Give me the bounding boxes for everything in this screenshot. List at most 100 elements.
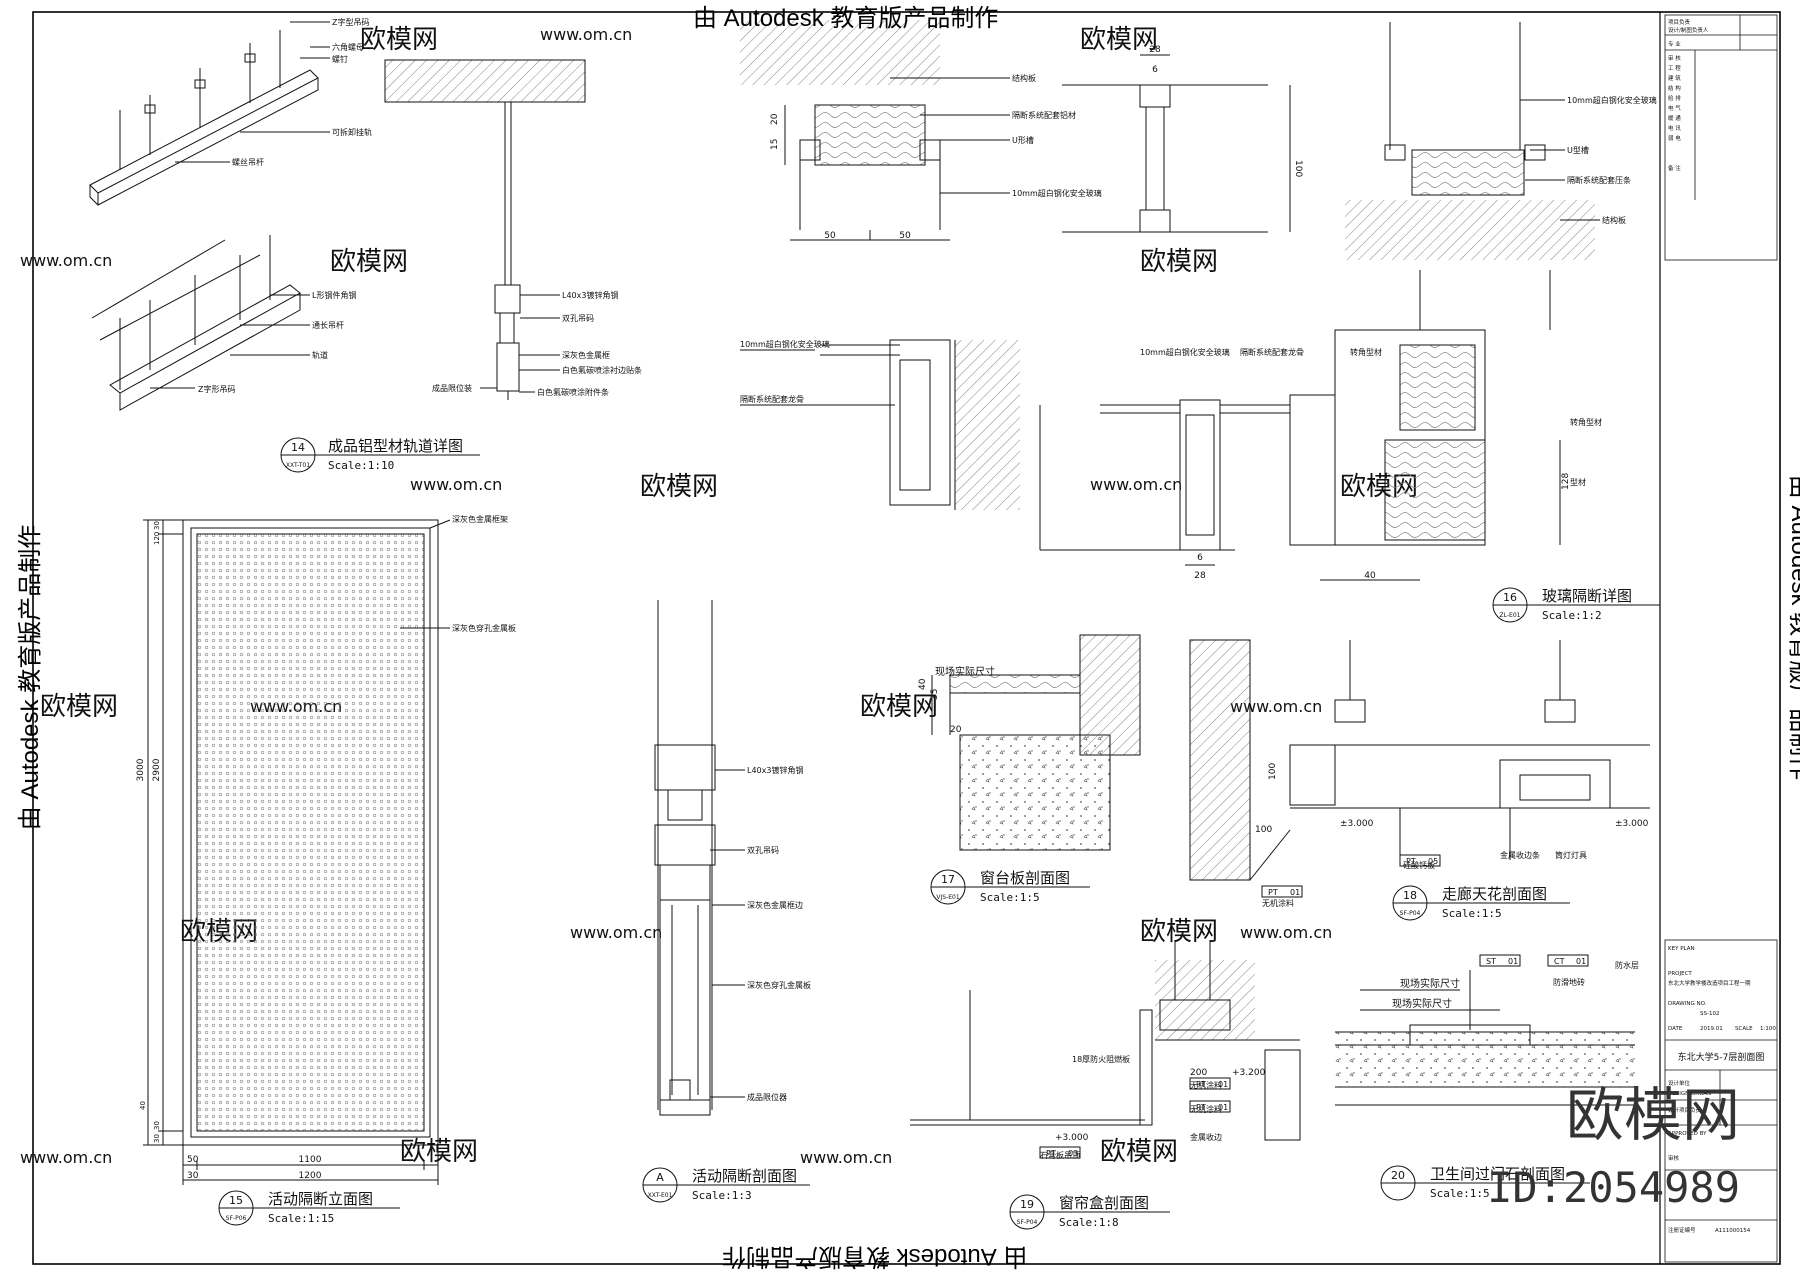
- svg-text:电 讯: 电 讯: [1668, 124, 1681, 132]
- svg-text:100: 100: [1255, 825, 1272, 835]
- svg-text:双孔吊码: 双孔吊码: [562, 314, 594, 323]
- detail-20-text: 现场实际尺寸 现场实际尺寸 防水层 防滑地砖: [1392, 960, 1639, 1010]
- svg-text:L形钢件角钢: L形钢件角钢: [312, 290, 356, 300]
- sheet-border: [32, 11, 1781, 1265]
- svg-text:01: 01: [1576, 957, 1586, 966]
- svg-text:www.om.cn: www.om.cn: [20, 1148, 112, 1167]
- svg-text:30: 30: [153, 521, 161, 530]
- detail-16-text: 10mm超白钢化安全玻璃 隔断系统配套龙骨 转角型材 转角型材 型材 6 28 …: [1140, 347, 1602, 581]
- svg-text:30: 30: [153, 1121, 161, 1130]
- svg-text:20: 20: [1391, 1169, 1405, 1182]
- svg-text:现场实际尺寸: 现场实际尺寸: [935, 665, 995, 678]
- svg-text:20: 20: [950, 725, 962, 735]
- svg-text:深灰色金属框架: 深灰色金属框架: [452, 514, 508, 524]
- svg-text:DATE: DATE: [1668, 1026, 1683, 1032]
- stamp-right: 由 Autodesk 教育版产品制作: [1786, 475, 1800, 781]
- svg-text:成品限位装: 成品限位装: [432, 383, 472, 393]
- svg-text:35: 35: [930, 689, 940, 700]
- stamp-top: 由 Autodesk 教育版产品制作: [693, 5, 999, 32]
- svg-text:螺丝吊杆: 螺丝吊杆: [232, 157, 264, 167]
- svg-text:轨道: 轨道: [312, 350, 328, 360]
- svg-text:筒灯灯具: 筒灯灯具: [1555, 850, 1587, 860]
- svg-text:欧模网: 欧模网: [1140, 917, 1218, 947]
- svg-text:隔断系统配套铝材: 隔断系统配套铝材: [1012, 110, 1076, 120]
- detail-tag-pt01-c: PT 01: [1189, 1100, 1231, 1113]
- svg-text:www.om.cn: www.om.cn: [20, 251, 112, 270]
- svg-text:隔断系统配套压条: 隔断系统配套压条: [1567, 175, 1631, 185]
- svg-text:深灰色穿孔金属板: 深灰色穿孔金属板: [747, 980, 811, 990]
- svg-text:型材: 型材: [1570, 477, 1586, 487]
- detail-title-20: 20 卫生间过门石剖面图 Scale:1:5: [1380, 1165, 1590, 1201]
- svg-text:欧模网: 欧模网: [640, 472, 718, 502]
- svg-text:KEY PLAN: KEY PLAN: [1668, 946, 1695, 952]
- detail-17-text: 现场实际尺寸 40 35 20: [918, 665, 995, 735]
- svg-text:活动隔断剖面图: 活动隔断剖面图: [692, 1167, 797, 1185]
- svg-text:SS-102: SS-102: [1700, 1011, 1719, 1017]
- svg-text:PROJECT: PROJECT: [1668, 971, 1692, 977]
- svg-text:通长吊杆: 通长吊杆: [312, 320, 344, 330]
- detail-title-a: A XXT-E01 活动隔断剖面图 Scale:1:3: [642, 1167, 810, 1203]
- detail-title-14: 14 XXT-T01 成品铝型材轨道详图 Scale:1:10: [280, 437, 480, 473]
- svg-text:www.om.cn: www.om.cn: [570, 923, 662, 942]
- svg-text:可拆卸挂轨: 可拆卸挂轨: [332, 127, 372, 137]
- svg-text:www.om.cn: www.om.cn: [1230, 697, 1322, 716]
- svg-text:15: 15: [770, 139, 780, 150]
- detail-15: [143, 519, 451, 1185]
- svg-text:Scale:1:10: Scale:1:10: [328, 459, 394, 472]
- svg-text:100: 100: [1293, 160, 1303, 177]
- svg-text:欧模网: 欧模网: [400, 1137, 478, 1167]
- svg-text:无机涂料: 无机涂料: [1262, 898, 1294, 908]
- svg-text:Scale:1:5: Scale:1:5: [980, 891, 1040, 904]
- svg-text:ZL-E01: ZL-E01: [1500, 612, 1521, 619]
- svg-text:Scale:1:15: Scale:1:15: [268, 1212, 334, 1225]
- svg-text:XXT-E01: XXT-E01: [648, 1192, 673, 1199]
- svg-text:28: 28: [1194, 571, 1206, 581]
- svg-text:1:100: 1:100: [1760, 1026, 1776, 1032]
- svg-text:128: 128: [1561, 473, 1571, 490]
- detail-title-15: 15 SF-P06 活动隔断立面图 Scale:1:15: [218, 1190, 400, 1226]
- watermark-pattern: 欧模网 欧模网 欧模网 欧模网 欧模网 欧模网 欧模网 欧模网 欧模网 欧模网 …: [20, 25, 1418, 1167]
- svg-text:50: 50: [187, 1155, 199, 1165]
- svg-text:2019.01: 2019.01: [1700, 1026, 1723, 1032]
- detail-title-16: 16 ZL-E01 玻璃隔断详图 Scale:1:2: [1492, 587, 1660, 623]
- svg-text:50: 50: [899, 231, 911, 241]
- svg-text:窗台板剖面图: 窗台板剖面图: [980, 869, 1070, 887]
- svg-text:10mm超白钢化安全玻璃: 10mm超白钢化安全玻璃: [1140, 347, 1230, 357]
- svg-text:金属收边条: 金属收边条: [1500, 850, 1540, 860]
- svg-text:6: 6: [1197, 553, 1203, 563]
- svg-text:03: 03: [1068, 1149, 1078, 1158]
- svg-text:www.om.cn: www.om.cn: [410, 475, 502, 494]
- svg-text:给 排: 给 排: [1668, 94, 1681, 102]
- detail-tag-pt05: PT 05: [1399, 854, 1441, 867]
- detail-title-17: 17 VJS-E01 窗台板剖面图 Scale:1:5: [930, 869, 1090, 905]
- svg-text:Z字型吊码: Z字型吊码: [332, 17, 369, 27]
- svg-text:窗帘盒剖面图: 窗帘盒剖面图: [1059, 1194, 1149, 1212]
- detail-tag-pt01-b: PT 01: [1189, 1077, 1231, 1090]
- svg-text:注册证编号: 注册证编号: [1668, 1226, 1696, 1234]
- svg-text:转角型材: 转角型材: [1570, 417, 1602, 427]
- svg-text:PT: PT: [1046, 1149, 1056, 1158]
- detail-16: [1039, 270, 1561, 581]
- svg-text:审核: 审核: [1668, 1154, 1680, 1162]
- detail-14: [89, 21, 330, 411]
- svg-text:欧模网: 欧模网: [1140, 247, 1218, 277]
- svg-text:www.om.cn: www.om.cn: [1090, 475, 1182, 494]
- svg-text:石膏板吊顶: 石膏板吊顶: [1040, 1150, 1080, 1160]
- svg-text:设计单位: 设计单位: [1668, 1079, 1691, 1087]
- section-a: [654, 600, 745, 1116]
- mid-detail-1-text: 10mm超白钢化安全玻璃 隔断系统配套龙骨: [740, 339, 830, 404]
- svg-text:+3.000: +3.000: [1055, 1133, 1089, 1143]
- svg-text:PT: PT: [1406, 857, 1416, 866]
- svg-text:东北大学教学楼改造项目工程一期: 东北大学教学楼改造项目工程一期: [1668, 979, 1751, 987]
- svg-text:无机涂料: 无机涂料: [1190, 1080, 1222, 1090]
- svg-text:±3.000: ±3.000: [1615, 819, 1649, 829]
- section-a-labels: L40x3镀锌角钢 双孔吊码 深灰色金属框边 深灰色穿孔金属板 成品限位器: [747, 765, 811, 1102]
- top-detail-1-text: 结构板 隔断系统配套铝材 U形槽 10mm超白钢化安全玻璃 20 15 50 5…: [770, 73, 1102, 241]
- svg-text:深灰色金属框边: 深灰色金属框边: [747, 900, 803, 910]
- svg-text:±3.000: ±3.000: [1340, 819, 1374, 829]
- svg-text:10mm超白钢化安全玻璃: 10mm超白钢化安全玻璃: [1012, 188, 1102, 198]
- svg-text:U形槽: U形槽: [1012, 135, 1034, 145]
- svg-text:3000: 3000: [136, 758, 146, 781]
- hanger-detail: [384, 59, 586, 400]
- svg-text:设计项目负责人: 设计项目负责人: [1668, 1106, 1707, 1114]
